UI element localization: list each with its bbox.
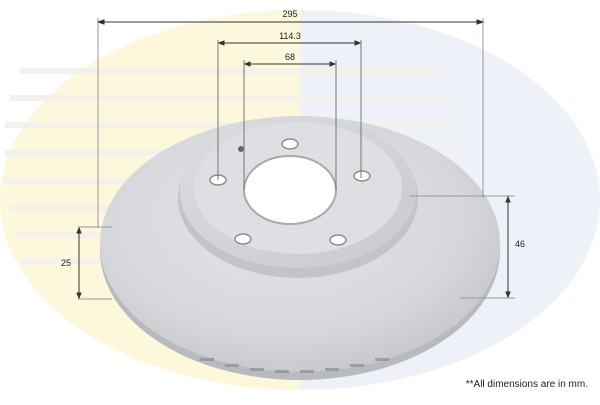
locator-hole (238, 146, 244, 152)
dim-center-bore: 68 (284, 52, 296, 62)
center-bore (243, 155, 337, 225)
dim-outer-diameter: 295 (282, 9, 298, 19)
dim-thickness: 25 (60, 258, 72, 268)
brake-disc (100, 116, 500, 380)
dim-bolt-circle: 114.3 (279, 31, 301, 41)
dim-height: 46 (514, 239, 526, 249)
units-note: **All dimensions are in mm. (465, 379, 588, 390)
dimension-lines (76, 18, 515, 300)
